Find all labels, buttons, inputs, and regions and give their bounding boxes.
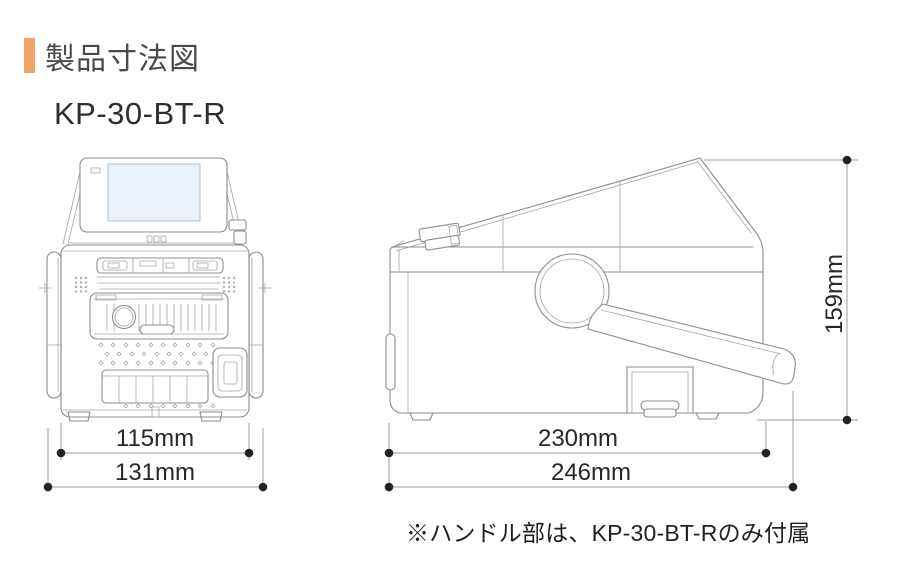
dim-label-front-overall-width: 131mm: [115, 459, 195, 486]
dim-label-side-overall-depth: 246mm: [551, 459, 631, 486]
title-accent-bar: [24, 38, 35, 73]
model-label: KP-30-BT-R: [54, 96, 227, 131]
touch-screen: [107, 163, 201, 222]
side-slot: [385, 333, 396, 391]
dim-label-front-body-width: 115mm: [116, 425, 194, 452]
screen-housing: [62, 157, 247, 245]
side-clip: [228, 219, 247, 245]
foot-right: [199, 411, 223, 422]
front-dimensions: 115mm 131mm: [43, 423, 268, 492]
vent-hole-grid-right: [222, 276, 236, 293]
side-foot-right: [695, 412, 720, 420]
handle-pivot: [534, 253, 610, 329]
cutter-knob: [111, 304, 137, 330]
side-foot-left: [409, 412, 434, 421]
center-marks: [38, 282, 272, 294]
lid-latch: [418, 222, 461, 251]
side-view-drawing: 230mm 246mm 159mm: [384, 155, 858, 492]
cover-latch-strip: [96, 257, 224, 274]
foot-left: [67, 411, 91, 422]
front-base: [62, 406, 248, 422]
bottom-tray: [101, 369, 209, 404]
power-switch: [212, 347, 248, 398]
page-title: 製品寸法図: [45, 43, 200, 76]
handle-bracket: [626, 366, 694, 418]
logo-mark: [90, 167, 101, 174]
handle-grip-curve: [772, 352, 780, 376]
vent-hole-grid-left: [74, 276, 88, 293]
exit-slot: [139, 324, 175, 335]
side-dimensions: 230mm 246mm 159mm: [384, 155, 858, 492]
paper-exit: [89, 292, 229, 340]
dim-label-overall-height: 159mm: [821, 254, 848, 334]
front-buttons: [146, 235, 167, 243]
front-view-drawing: 115mm 131mm: [38, 157, 272, 492]
platen-lines: [96, 276, 221, 290]
footnote: ※ハンドル部は、KP-30-BT-Rのみ付属: [406, 520, 811, 546]
dim-label-side-body-depth: 230mm: [538, 425, 618, 452]
handle-arm: [587, 303, 796, 385]
